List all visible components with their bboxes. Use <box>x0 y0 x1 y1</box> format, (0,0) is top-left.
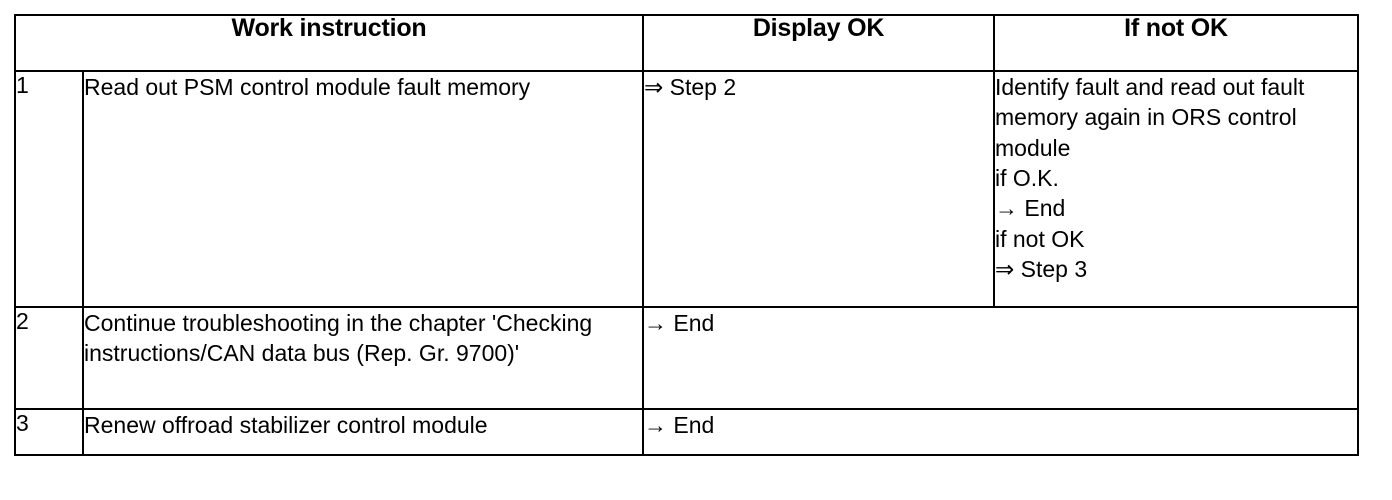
display-ok-text: → End <box>642 408 1359 456</box>
column-header-work-instruction: Work instruction <box>14 14 644 72</box>
step-number: 1 <box>14 70 84 308</box>
column-header-if-not-ok: If not OK <box>993 14 1359 72</box>
if-not-ok-line: if O.K. <box>995 165 1059 192</box>
display-ok-text: → End <box>642 306 1359 410</box>
table-header-row: Work instruction Display OK If not OK <box>14 14 1359 72</box>
work-instruction-text: Renew offroad stabilizer control module <box>82 408 644 456</box>
work-instruction-table-container: Work instruction Display OK If not OK 1 … <box>14 14 1359 456</box>
table-row: 3 Renew offroad stabilizer control modul… <box>14 408 1359 456</box>
work-instruction-text: Read out PSM control module fault memory <box>82 70 644 308</box>
table-row: 1 Read out PSM control module fault memo… <box>14 70 1359 308</box>
table-header: Work instruction Display OK If not OK <box>14 14 1359 72</box>
if-not-ok-line: ⇒ Step 3 <box>995 256 1088 283</box>
step-number: 2 <box>14 306 84 410</box>
table-row: 2 Continue troubleshooting in the chapte… <box>14 306 1359 410</box>
step-number: 3 <box>14 408 84 456</box>
column-header-display-ok: Display OK <box>642 14 995 72</box>
if-not-ok-line: → End <box>995 195 1066 222</box>
if-not-ok-cell: Identify fault and read out fault memory… <box>993 70 1359 308</box>
table-body: 1 Read out PSM control module fault memo… <box>14 70 1359 456</box>
if-not-ok-line: if not OK <box>995 225 1085 252</box>
work-instruction-table: Work instruction Display OK If not OK 1 … <box>14 14 1359 456</box>
display-ok-text: ⇒ Step 2 <box>642 70 995 308</box>
work-instruction-text: Continue troubleshooting in the chapter … <box>82 306 644 410</box>
if-not-ok-line: Identify fault and read out fault memory… <box>995 74 1311 161</box>
